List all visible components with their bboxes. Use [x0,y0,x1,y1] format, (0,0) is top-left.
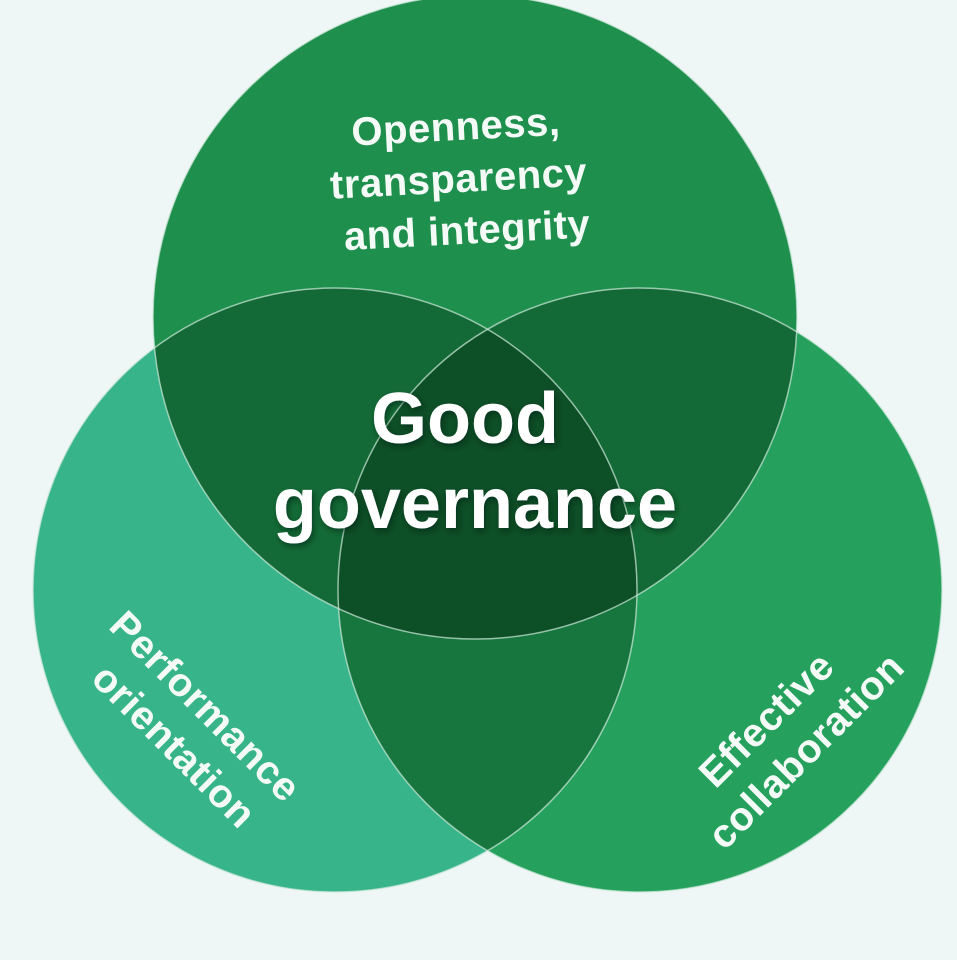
circle-left-outline [32,287,638,893]
label-center-line-2: governance [273,464,677,544]
circle-right-outline [337,287,943,893]
overlap-center [338,288,637,639]
label-center: Good governance [273,379,677,544]
label-top: Openness, transparency and integrity [326,98,602,260]
circle-top-outline [152,0,798,640]
label-center-line-1: Good [371,379,559,459]
label-top-line-1: Openness, [350,100,561,155]
